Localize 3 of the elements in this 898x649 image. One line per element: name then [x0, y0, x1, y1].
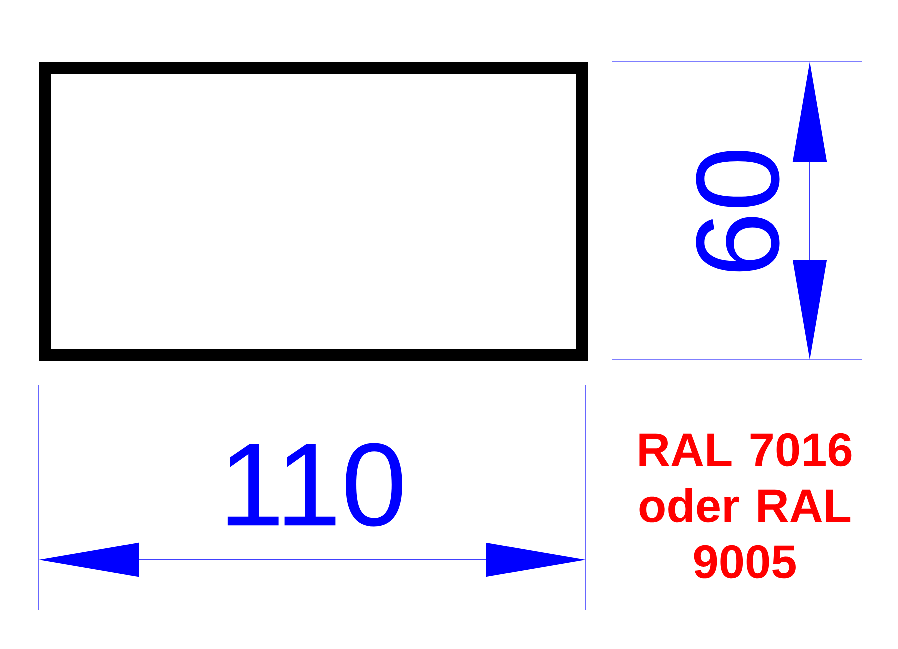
- profile-box: [39, 62, 588, 361]
- color-note: RAL 7016 oder RAL 9005: [640, 433, 852, 579]
- dimension-value: 60: [696, 151, 780, 272]
